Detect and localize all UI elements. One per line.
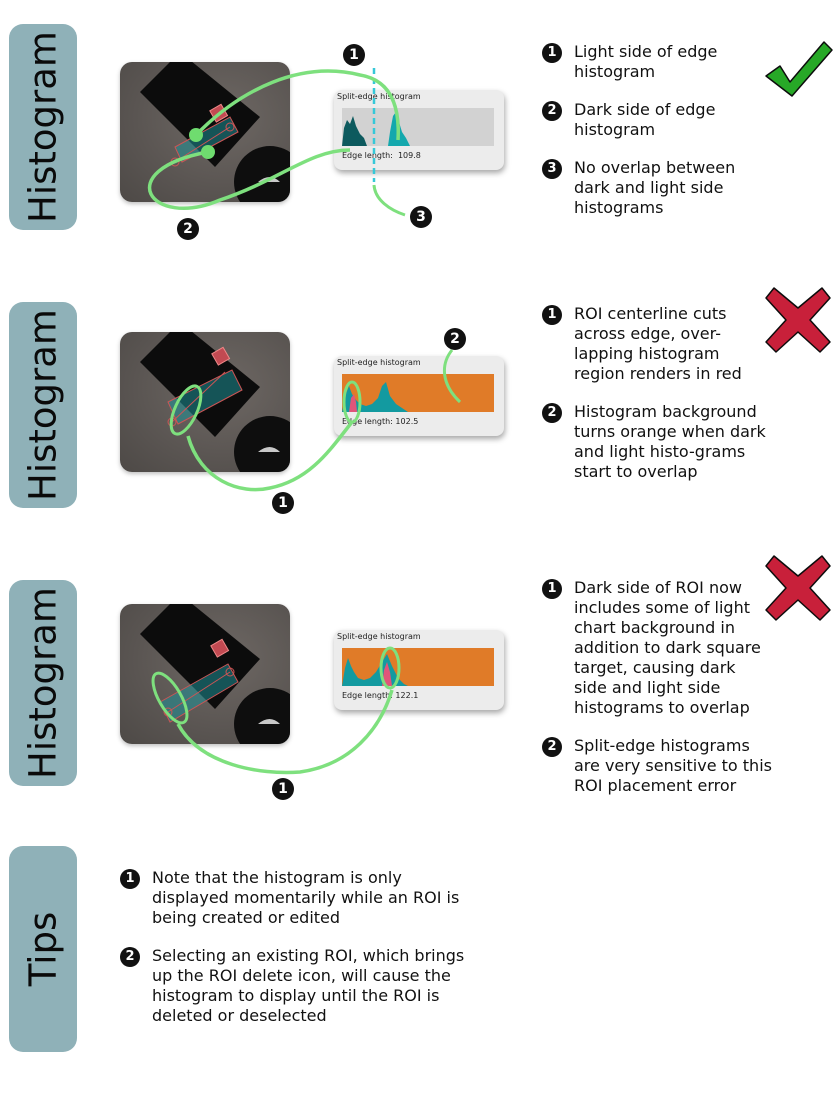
histogram-panel-2: Split-edge histogram Edge length: 102.5 — [334, 356, 504, 436]
badge-2: 2 — [177, 218, 199, 240]
section-1: Histogram Split-edge histogram Edge leng… — [0, 0, 840, 270]
histogram-panel-3: Split-edge histogram Edge length: 122.1 — [334, 630, 504, 710]
histogram-title: Split-edge histogram — [337, 632, 421, 641]
side-tab-label: Tips — [21, 911, 65, 987]
histogram-plot — [342, 374, 494, 412]
badge-1: 1 — [343, 44, 365, 66]
side-tab-histogram-1: Histogram — [9, 24, 77, 230]
check-mark-icon — [765, 41, 833, 97]
side-tab-tips: Tips — [9, 846, 77, 1052]
histogram-title: Split-edge histogram — [337, 358, 421, 367]
annotation-arrows-3 — [151, 646, 401, 775]
roi-photo-2 — [120, 332, 290, 472]
target-image — [140, 604, 290, 744]
annotation-arrows-1 — [147, 68, 406, 217]
edge-length-readout: Edge length: 109.8 — [342, 151, 421, 160]
histogram-panel-1: Split-edge histogram Edge length: 109.8 — [334, 90, 504, 170]
badge-1: 1 — [272, 778, 294, 800]
histogram-title: Split-edge histogram — [337, 92, 421, 101]
section-2: Histogram Split-edge histogram Edge leng… — [0, 270, 840, 550]
annotation-arrows-2 — [169, 349, 462, 492]
histogram-plot — [342, 648, 494, 686]
roi-photo-3 — [120, 604, 290, 744]
target-image — [140, 62, 290, 202]
side-tab-histogram-3: Histogram — [9, 580, 77, 786]
cross-mark-icon — [765, 555, 831, 621]
badge-1: 1 — [272, 492, 294, 514]
side-tab-histogram-2: Histogram — [9, 302, 77, 508]
edge-length-readout: Edge length: 102.5 — [342, 417, 419, 426]
edge-length-readout: Edge length: 122.1 — [342, 691, 419, 700]
section-3: Histogram Split-edge histogram Edge leng… — [0, 550, 840, 840]
badge-3: 3 — [410, 206, 432, 228]
badge-2: 2 — [444, 328, 466, 350]
target-image — [140, 332, 290, 472]
cross-mark-icon — [765, 287, 831, 353]
